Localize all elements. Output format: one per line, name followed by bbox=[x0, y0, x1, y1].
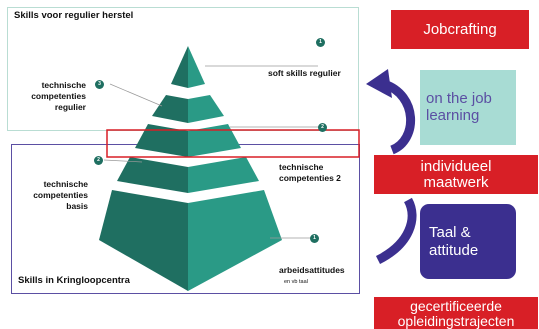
taal-attitude-box: Taal & attitude bbox=[420, 204, 516, 279]
label-line: competenties 2 bbox=[279, 173, 341, 183]
technische-competenties-regulier-label: technische competenties regulier bbox=[20, 80, 86, 113]
box-line: maatwerk bbox=[423, 174, 489, 191]
marker-2-top: 2 bbox=[318, 123, 327, 132]
curve-arrow-upper bbox=[382, 79, 416, 155]
soft-skills-regulier-label: soft skills regulier bbox=[268, 68, 341, 78]
technische-competenties-basis-label: technische competenties basis bbox=[22, 179, 88, 212]
label-line: technische bbox=[279, 162, 324, 172]
label-line: competenties bbox=[33, 190, 88, 200]
label-line: technische bbox=[41, 80, 86, 90]
label-line: technische bbox=[43, 179, 88, 189]
arbeidsattitudes-label: arbeidsattitudes bbox=[279, 265, 345, 275]
pyramid-tier-4 bbox=[117, 157, 259, 193]
marker-3: 3 bbox=[95, 80, 104, 89]
box-line: attitude bbox=[429, 242, 479, 259]
curve-arrow-lower bbox=[375, 197, 417, 265]
label-line: regulier bbox=[54, 102, 86, 112]
label-line: basis bbox=[66, 201, 88, 211]
on-the-job-learning-box: on the job learning bbox=[420, 70, 516, 145]
gecertificeerde-opleidingstrajecten-box: gecertificeerde opleidingstrajecten bbox=[374, 297, 538, 329]
individueel-maatwerk-box: individueel maatwerk bbox=[374, 155, 538, 194]
highlight-rectangle bbox=[106, 129, 360, 158]
technische-competenties-2-label: technische competenties 2 bbox=[279, 162, 341, 184]
pyramid-tier-1 bbox=[171, 46, 205, 88]
box-line: individueel bbox=[420, 158, 492, 175]
box-line: learning bbox=[426, 107, 480, 124]
arbeidsattitudes-sublabel: en vb taal bbox=[284, 279, 308, 285]
box-line: opleidingstrajecten bbox=[397, 313, 515, 329]
box-line: Taal & bbox=[429, 224, 471, 241]
box-line: on the job bbox=[426, 90, 492, 107]
pyramid-tier-2 bbox=[152, 95, 224, 123]
pyramid-tier-3 bbox=[135, 124, 241, 157]
label-line: competenties bbox=[31, 91, 86, 101]
marker-2-bottom: 2 bbox=[94, 156, 103, 165]
skills-regulier-title: Skills voor regulier herstel bbox=[14, 10, 134, 21]
marker-1-top: 1 bbox=[316, 38, 325, 47]
box-line: gecertificeerde bbox=[410, 298, 502, 314]
skills-kringloop-title: Skills in Kringloopcentra bbox=[18, 275, 130, 286]
marker-1-bottom: 1 bbox=[310, 234, 319, 243]
jobcrafting-box: Jobcrafting bbox=[391, 10, 529, 49]
pyramid-tier-5 bbox=[99, 190, 282, 291]
